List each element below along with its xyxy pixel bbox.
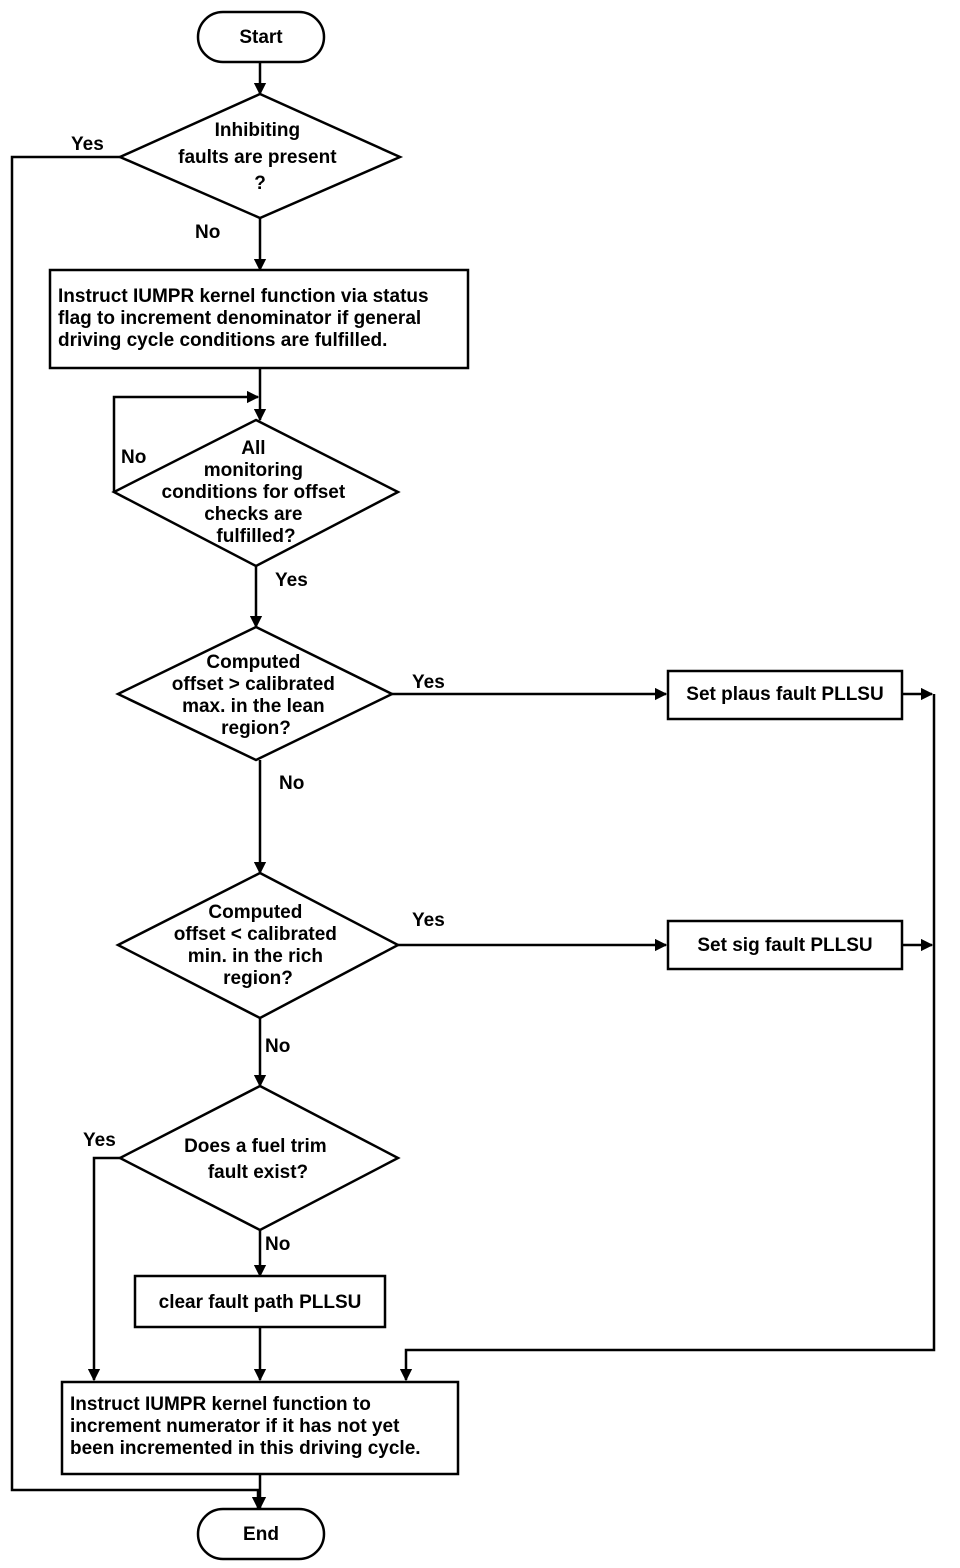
arrow-fuel-yes-to-numerator <box>87 1156 120 1382</box>
arrow-inhibiting-yes-to-end <box>10 155 265 1510</box>
edge-label-rich-no: No <box>265 1036 290 1057</box>
edge-label-inhibit-no: No <box>195 222 220 243</box>
instruct-denominator-label: Instruct IUMPR kernel function via statu… <box>58 286 434 351</box>
offset-rich-label: Computed offset < calibrated min. in the… <box>174 902 342 989</box>
clear-fault-process <box>133 1274 387 1329</box>
monitoring-conditions-decision <box>111 418 401 568</box>
offset-rich-decision <box>115 871 401 1020</box>
offset-lean-label: Computed offset > calibrated max. in the… <box>172 652 340 739</box>
instruct-numerator-process <box>60 1380 460 1476</box>
inhibiting-faults-label: Inhibiting faults are present ? <box>178 120 342 194</box>
start-terminal <box>196 10 326 64</box>
fuel-trim-decision <box>117 1084 401 1232</box>
edge-label-monitor-yes: Yes <box>275 570 308 591</box>
offset-lean-decision <box>115 625 395 762</box>
edge-label-inhibit-yes: Yes <box>71 134 104 155</box>
plaus-fault-process <box>666 669 904 721</box>
arrow-bus-to-numerator <box>399 694 936 1382</box>
instruct-numerator-label: Instruct IUMPR kernel function to increm… <box>70 1394 421 1459</box>
inhibiting-faults-decision <box>116 92 404 220</box>
edge-label-lean-yes: Yes <box>412 672 445 693</box>
connectors <box>10 62 936 1510</box>
edge-label-fuel-no: No <box>265 1234 290 1255</box>
edge-label-monitor-no: No <box>121 447 146 468</box>
plaus-fault-label: Set plaus fault PLLSU <box>686 684 883 705</box>
instruct-denominator-process <box>48 268 470 370</box>
end-label: End <box>243 1524 279 1545</box>
end-terminal <box>196 1507 326 1561</box>
clear-fault-label: clear fault path PLLSU <box>159 1292 362 1313</box>
sig-fault-process <box>666 919 904 971</box>
sig-fault-label: Set sig fault PLLSU <box>697 935 872 956</box>
fuel-trim-label: Does a fuel trim fault exist? <box>184 1136 332 1183</box>
edge-label-fuel-yes: Yes <box>83 1130 116 1151</box>
arrow-monitoring-no-loop <box>112 390 260 492</box>
edge-label-rich-yes: Yes <box>412 910 445 931</box>
start-label: Start <box>239 27 283 48</box>
edge-label-lean-no: No <box>279 773 304 794</box>
monitoring-conditions-label: All monitoring conditions for offset che… <box>162 438 351 547</box>
